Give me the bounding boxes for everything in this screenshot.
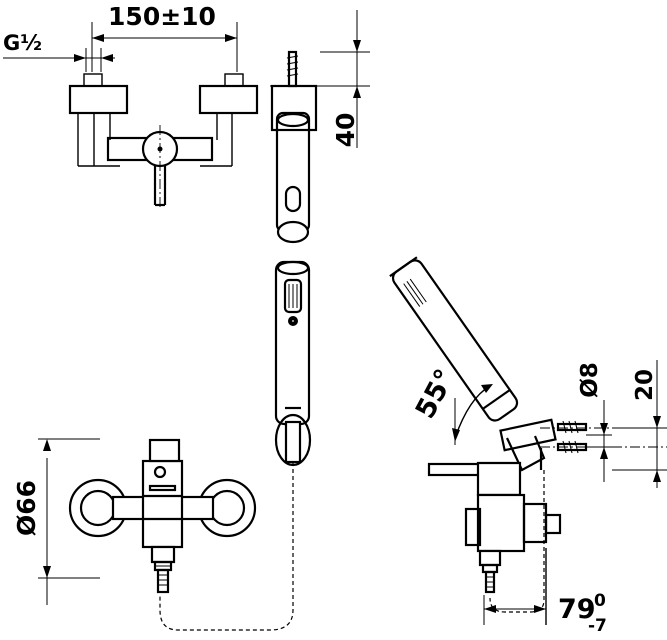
- dimension-arrow-icon: [92, 34, 104, 42]
- body-diameter-label: Ø66: [12, 480, 41, 536]
- tolerance-upper-label: 0: [594, 591, 606, 611]
- bracket-height-label: 20: [632, 369, 658, 401]
- thread-size-label: G½: [3, 31, 42, 55]
- tolerance-lower-label: -7: [588, 616, 607, 636]
- side-view: 55° Ø8 20: [389, 256, 667, 636]
- angle-label: 55°: [410, 364, 461, 424]
- projection-label: 79: [558, 594, 596, 625]
- shower-holder-view: 40: [270, 10, 370, 244]
- hand-shower-front: [159, 260, 312, 631]
- holder-height-label: 40: [331, 113, 360, 148]
- mixer-front-view: Ø66: [12, 438, 257, 605]
- dimension-arrow-icon: [225, 34, 237, 42]
- spacing-dimension-label: 150±10: [108, 2, 216, 31]
- top-connectors-view: 150±10 G½: [3, 2, 259, 210]
- pin-diameter-label: Ø8: [577, 362, 603, 398]
